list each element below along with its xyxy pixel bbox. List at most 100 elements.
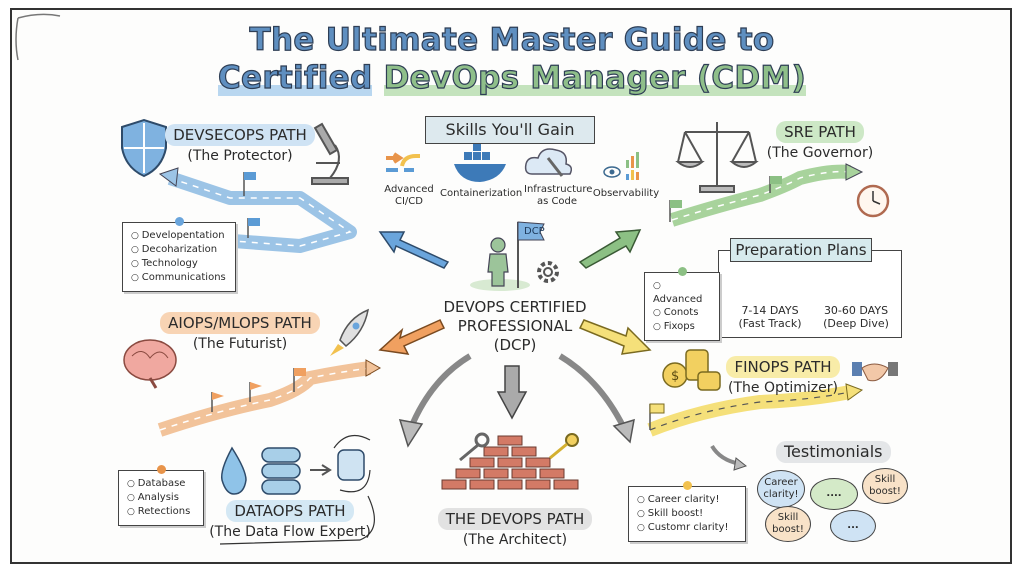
shield-icon [121,118,167,178]
note-item: Advanced [653,279,711,306]
docker-whale-icon [454,143,506,182]
cloud-wrench-icon [524,148,573,177]
preparation-plans-box [718,250,902,338]
bubble-text: Career [764,477,798,488]
droplet-icon [220,446,247,495]
title-devops-manager: DevOps Manager (CDM) [383,59,807,96]
skill-label-line: CI/CD [395,196,423,207]
title-word-certified: Certified [217,59,373,96]
stopwatch-icon [856,184,890,218]
gold-key-icon [549,433,579,460]
plan-duration: 7-14 DAYS [741,304,799,317]
devops-path-card[interactable]: THE DEVOPS PATH (The Architect) [420,508,610,550]
arrow-to-finops-road [558,353,635,444]
gear-icon [537,261,559,283]
handshake-icon [852,362,898,382]
dataops-path-card[interactable]: DATAOPS PATH (The Data Flow Expert) [205,500,375,542]
skills-banner: Skills You'll Gain [414,116,606,144]
devops-path-role: (The Architect) [462,532,568,548]
skill-advanced-cicd: Advanced CI/CD [380,184,438,208]
arrow-to-dataops [398,353,472,448]
testimonial-bubble: ... [830,510,876,542]
testimonial-notes: Career clarity! Skill boost! Customr cla… [628,481,746,542]
dcp-figure [470,221,545,291]
arrow-to-aiops [378,319,446,355]
devsecops-path-card[interactable]: DEVSECOPS PATH (The Protector) [165,124,315,166]
bubble-text: clarity! [763,489,799,500]
center-title-line: PROFESSIONAL [457,317,573,335]
scales-icon [675,122,759,193]
note-item: Customr clarity! [637,521,737,535]
note-item: Developentation [131,229,227,243]
dcp-flag-text: DCP [524,226,545,237]
flow-arrow-icon [310,464,332,476]
skill-observability: Observability [592,188,660,199]
testimonial-bubble: .... [810,478,858,510]
aiops-path-role: (The Futurist) [192,336,288,352]
bubble-text: Skill [874,474,896,485]
dataops-path-title: DATAOPS PATH [226,500,354,522]
devsecops-path-role: (The Protector) [187,148,293,164]
dataops-path-role: (The Data Flow Expert) [209,524,371,540]
skill-containerization: Containerization [440,188,523,199]
pin-icon [157,465,166,474]
plan-deep-dive[interactable]: 30-60 DAYS (Deep Dive) [816,304,896,330]
coins-icon: $ [662,349,721,391]
skill-label-line: as Code [536,196,578,207]
pin-icon [678,267,687,276]
finops-path-role: (The Optimizer) [728,380,838,396]
silver-key-icon [459,432,490,462]
arrow-to-finops [578,319,652,355]
page-title-line-1: The Ultimate Master Guide to [249,21,775,58]
aiops-path-card[interactable]: AIOPS/MLOPS PATH (The Futurist) [150,312,330,354]
pin-icon [683,481,692,490]
plan-fast-track[interactable]: 7-14 DAYS (Fast Track) [730,304,810,330]
finops-path-card[interactable]: FINOPS PATH (The Optimizer) [718,356,848,398]
brick-pyramid-icon [441,435,579,490]
plan-label: (Deep Dive) [823,317,889,330]
center-title-line: (DCP) [493,336,537,354]
preparation-notes: Advanced Conots Fixops [644,267,720,341]
dataops-notes: Database Analysis Retections [118,465,204,526]
database-icon [261,447,301,495]
bubble-text: Skill [777,512,799,523]
note-item: Analysis [127,491,195,505]
devsecops-path-title: DEVSECOPS PATH [165,124,315,146]
center-title-line: DEVOPS CERTIFIED [443,298,587,316]
arrows-icon [386,152,420,172]
pin-icon [175,217,184,226]
devops-path-title: THE DEVOPS PATH [437,508,593,530]
bubble-text: boost! [772,524,804,535]
aiops-path-title: AIOPS/MLOPS PATH [160,312,320,334]
sre-path-card[interactable]: SRE PATH (The Governor) [760,121,880,163]
note-item: Conots [653,306,711,320]
arrow-to-sre [578,229,642,269]
note-item: Communications [131,271,227,285]
preparation-plans-title: Preparation Plans [730,238,872,262]
note-item: Technology [131,257,227,271]
finops-road [647,383,864,437]
corner-flourish [15,13,61,61]
eye-chart-icon [603,152,639,180]
sre-path-role: (The Governor) [766,145,874,161]
arrow-to-devsecops [378,231,450,269]
center-title: DEVOPS CERTIFIED PROFESSIONAL (DCP) [420,298,610,355]
devsecops-road [158,167,357,253]
plan-label: (Fast Track) [738,317,802,330]
plan-duration: 30-60 DAYS [823,304,889,317]
microscope-icon [311,122,349,185]
brain-icon [123,339,177,389]
arrow-head [733,457,748,471]
sre-road [669,163,864,227]
note-item: Retections [127,505,195,519]
data-cycle-icon [219,434,375,545]
aiops-road [157,359,382,437]
bubble-text: boost! [869,486,901,497]
arrow-to-devops [496,365,528,420]
rocket-icon [330,308,369,356]
skill-label-line: Infrastructure [524,184,593,195]
page-title-line-2: Certified DevOps Manager (CDM) [0,59,1024,96]
